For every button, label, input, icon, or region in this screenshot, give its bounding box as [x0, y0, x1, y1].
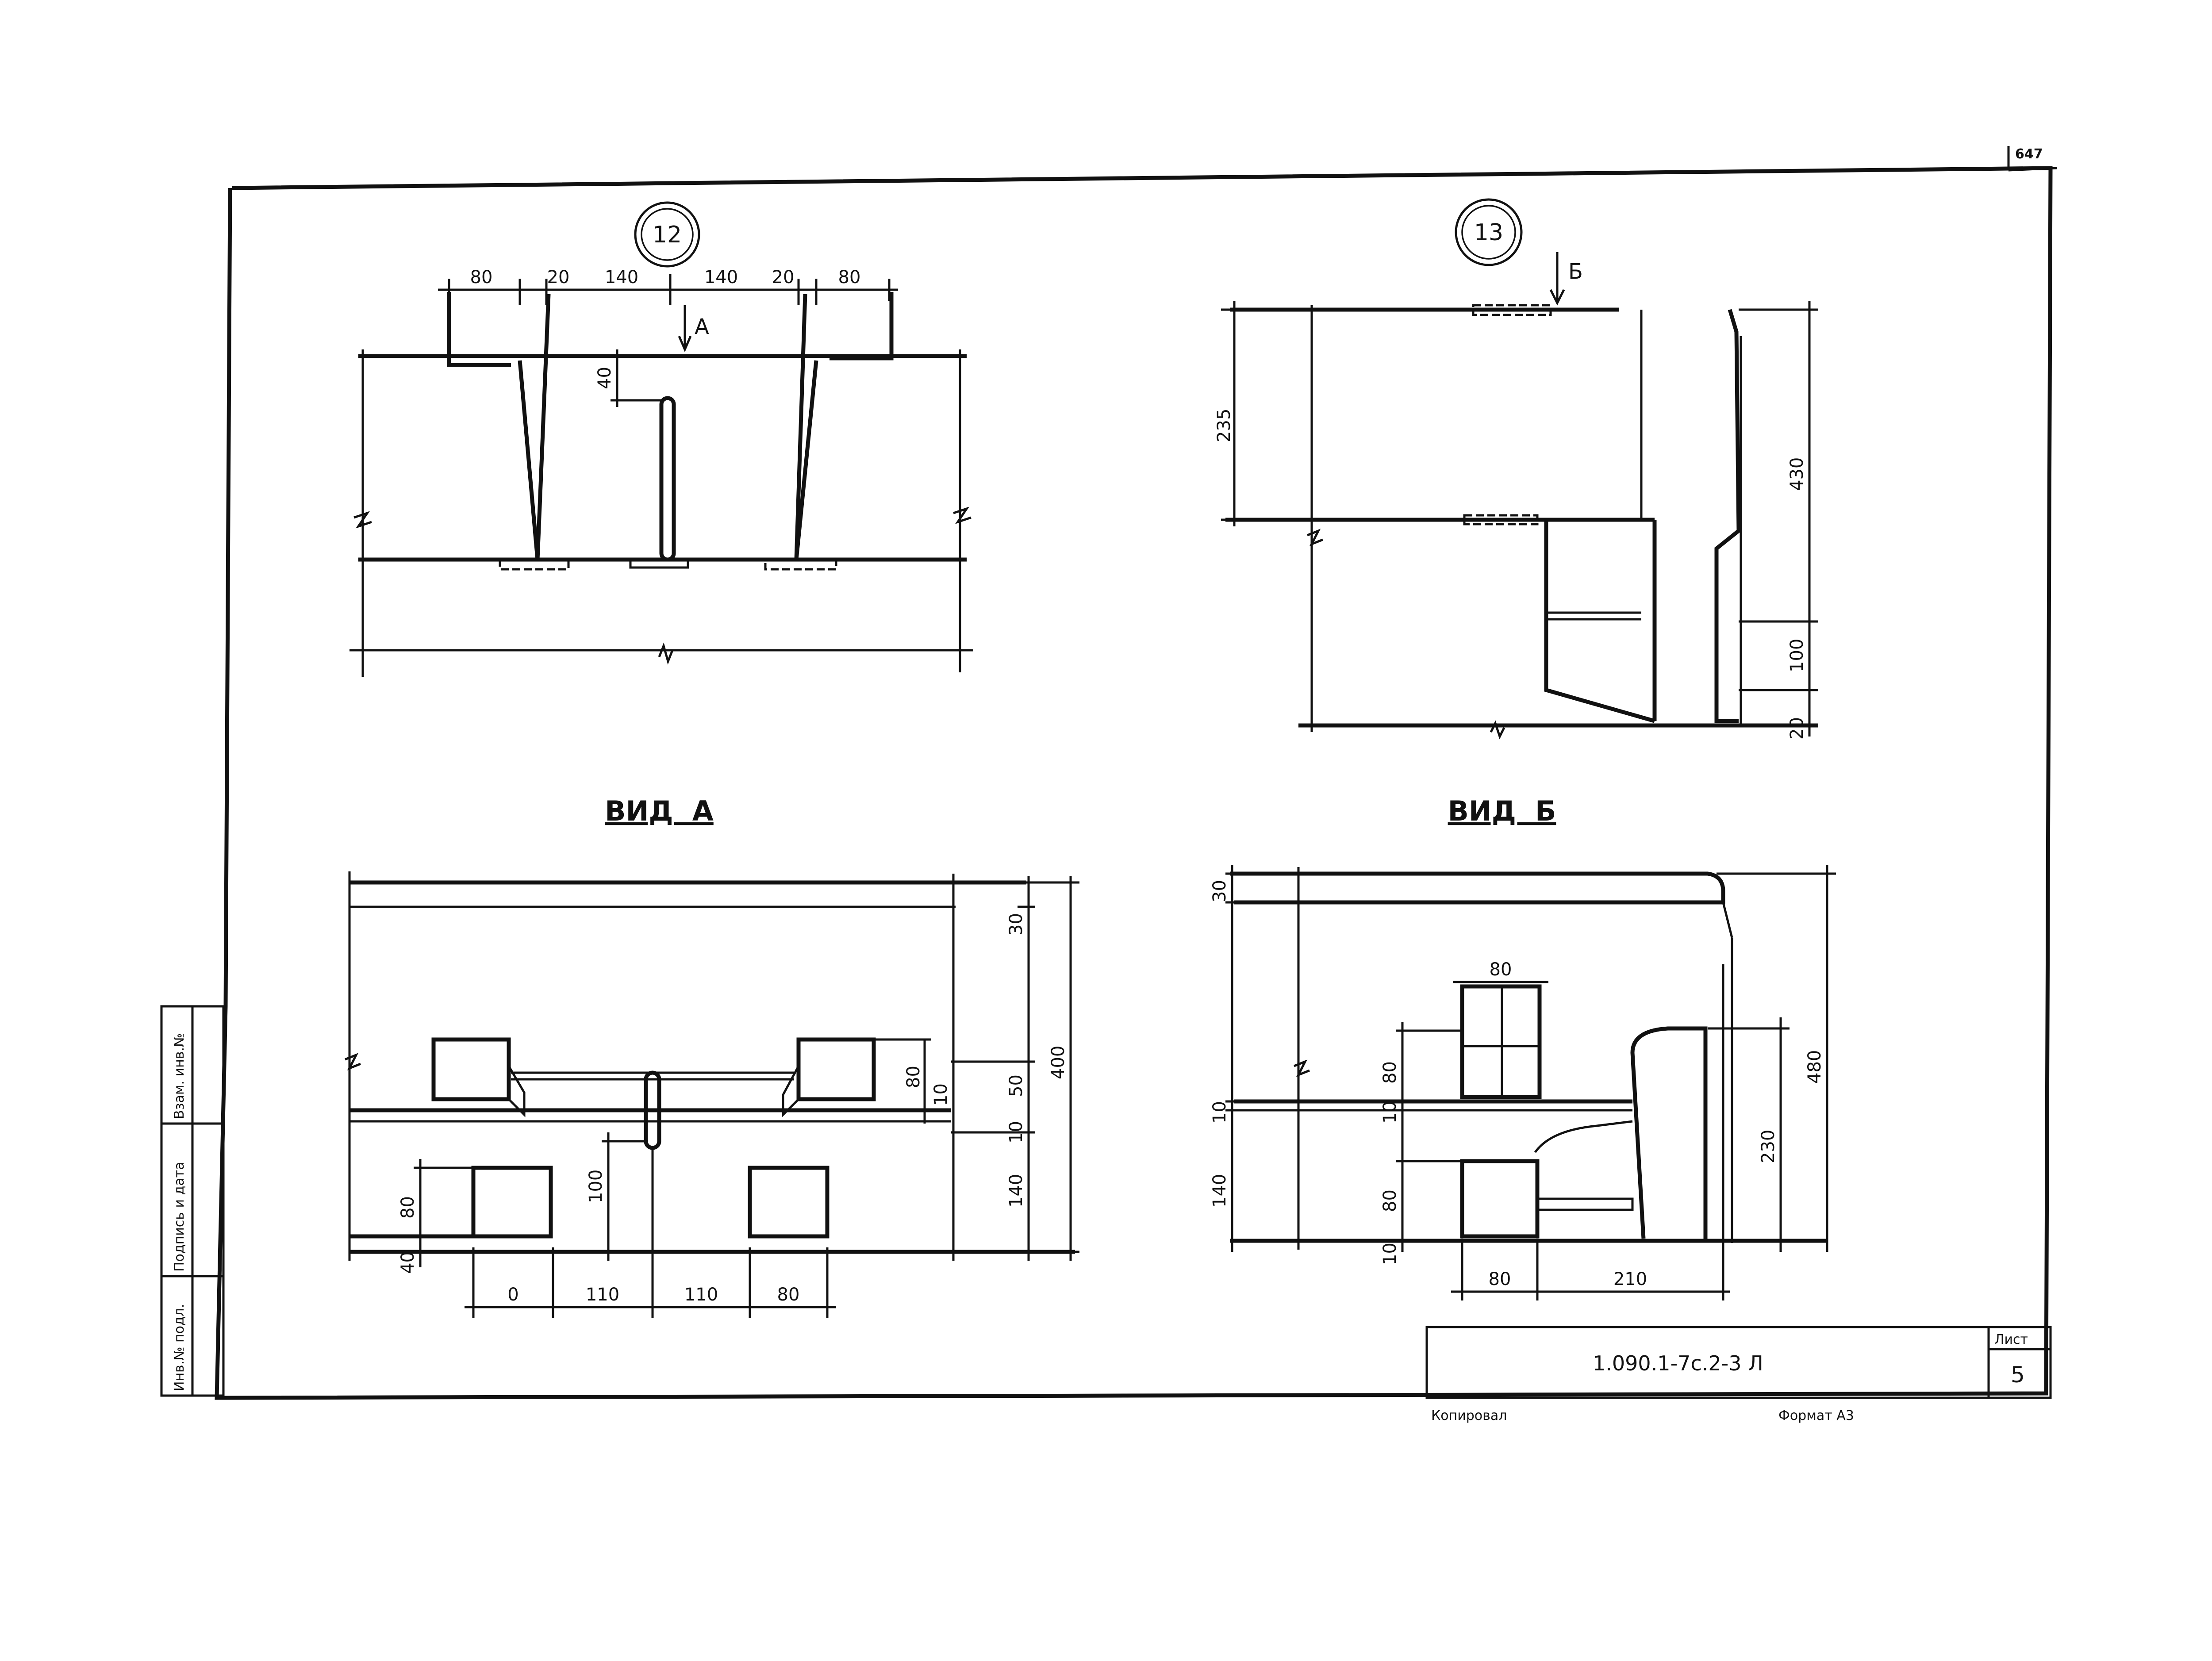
- node12-dim-80-right: 80: [838, 267, 861, 288]
- node13-marker: [1455, 198, 1523, 266]
- node13-dim-430: 430: [1787, 457, 1807, 491]
- view-b-dim-80-upper: 80: [1380, 1061, 1400, 1084]
- view-a-dim-bottom-110-left: 110: [586, 1285, 619, 1305]
- node12-marker: [634, 201, 700, 268]
- view-b-dim-10-inner: 10: [1380, 1101, 1400, 1124]
- view-b-title: ВИД Б: [1448, 795, 1556, 827]
- view-a-dim-400: 400: [1048, 1046, 1068, 1079]
- node12-drawing: [349, 274, 973, 677]
- footer-copied: Копировал: [1431, 1408, 1507, 1423]
- side-stamp: [160, 1005, 225, 1397]
- node12-dim-20-right: 20: [772, 267, 795, 288]
- view-b-dim-10-bottom: 10: [1380, 1243, 1400, 1265]
- view-a-drawing: [345, 871, 1079, 1318]
- view-a-dim-10-right: 10: [931, 1083, 951, 1106]
- node13-dim-20: 20: [1787, 717, 1807, 740]
- drawing-code: 1.090.1-7с.2-3 Л: [1593, 1351, 1763, 1375]
- side-stamp-cell-replace: Взам. инв.№: [172, 1033, 187, 1119]
- view-b-dim-30: 30: [1210, 880, 1230, 902]
- footer-format: Формат А3: [1778, 1408, 1854, 1423]
- sheet-frame: [215, 146, 2058, 1400]
- view-b-dim-480: 480: [1805, 1050, 1825, 1084]
- node12-dim-20-left: 20: [547, 267, 570, 288]
- view-b-dim-bottom-210: 210: [1613, 1269, 1647, 1289]
- view-b-dim-10-left: 10: [1210, 1101, 1230, 1124]
- top-right-mark: 647: [2015, 146, 2043, 162]
- view-b-dim-bottom-80: 80: [1489, 1269, 1511, 1289]
- node13-dim-235: 235: [1214, 409, 1234, 442]
- view-b-dim-80-top: 80: [1490, 959, 1512, 980]
- sheet-number: 5: [2011, 1362, 2025, 1388]
- view-a-dim-80-left: 80: [398, 1196, 418, 1219]
- node12-dim-80-left: 80: [470, 267, 493, 288]
- view-a-title: ВИД А: [605, 795, 714, 827]
- side-stamp-cell-inv: Инв.№ подл.: [172, 1304, 187, 1391]
- view-a-dim-50: 50: [1006, 1074, 1026, 1097]
- view-b-dim-230: 230: [1758, 1130, 1778, 1163]
- node12-label: 12: [653, 222, 682, 248]
- node12-dim-140-left: 140: [605, 267, 638, 288]
- side-stamp-cell-sign: Подпись и дата: [172, 1162, 187, 1272]
- view-b-drawing: [1225, 865, 1836, 1300]
- view-a-dim-bottom-80: 80: [777, 1285, 800, 1305]
- view-a-dim-140: 140: [1006, 1174, 1026, 1208]
- view-a-dim-100: 100: [586, 1170, 606, 1203]
- node12-dim-40: 40: [595, 367, 615, 389]
- view-a-dim-80-right: 80: [903, 1066, 924, 1088]
- node13-dim-100: 100: [1787, 639, 1807, 672]
- node13-arrow-b: Б: [1568, 259, 1583, 284]
- view-a-dim-30: 30: [1006, 913, 1026, 936]
- view-b-dim-80-lower: 80: [1380, 1189, 1400, 1212]
- node13-label: 13: [1474, 219, 1503, 246]
- view-a-dim-bottom-110-right: 110: [684, 1285, 718, 1305]
- node13-drawing: [1221, 252, 1818, 740]
- node12-dim-140-right: 140: [704, 267, 738, 288]
- view-a-dim-bottom-0: 0: [507, 1285, 518, 1305]
- title-block: [1425, 1326, 2052, 1399]
- view-b-dim-140: 140: [1210, 1174, 1230, 1208]
- node12-arrow-a: А: [695, 315, 709, 339]
- sheet-label: Лист: [1994, 1332, 2028, 1347]
- view-a-dim-10-lower: 10: [1006, 1121, 1026, 1143]
- view-a-dim-40-left: 40: [398, 1251, 418, 1274]
